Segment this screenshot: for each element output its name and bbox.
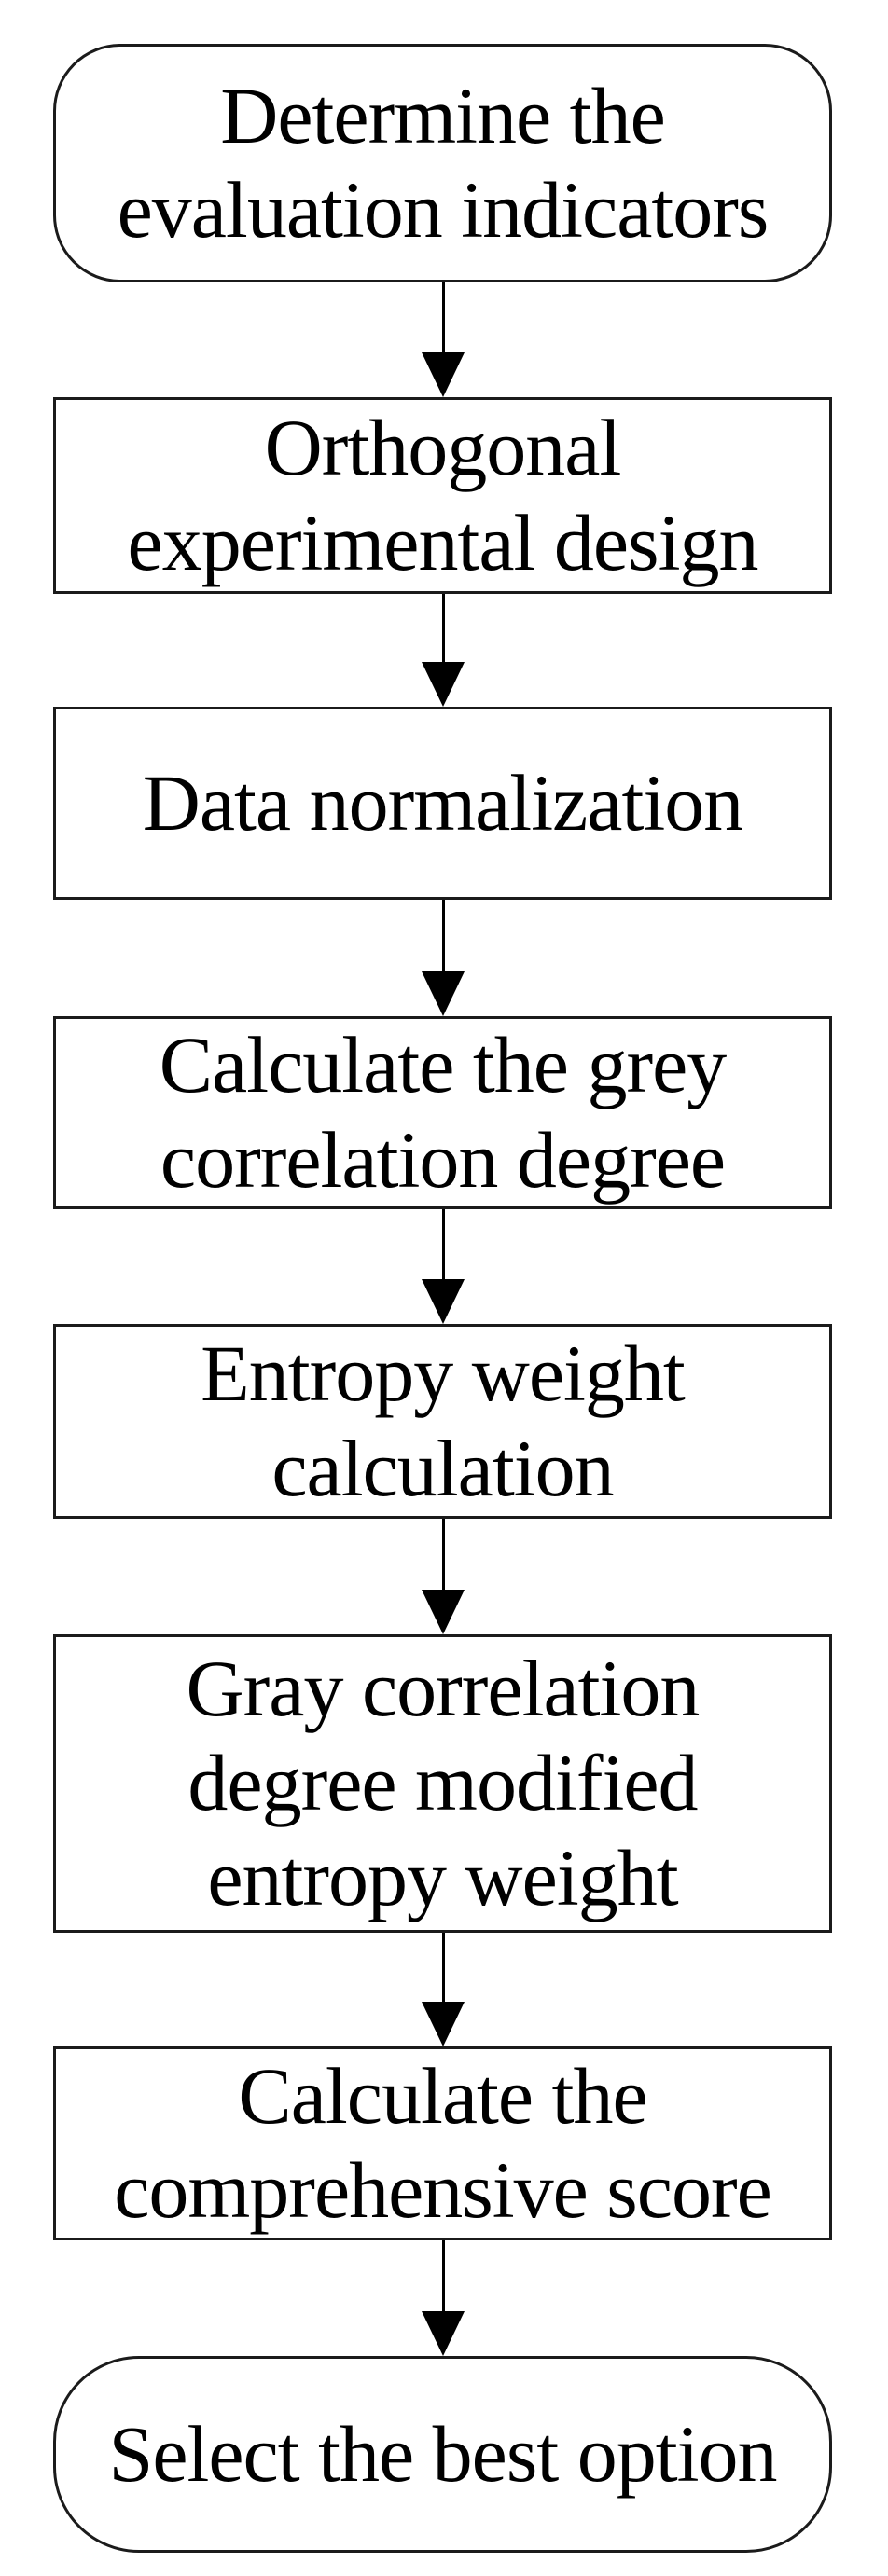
node-determine-evaluation-indicators: Determine the evaluation indicators — [53, 44, 832, 282]
arrow-line — [441, 1519, 445, 1590]
arrowhead-down-icon — [422, 1279, 465, 1324]
arrowhead-down-icon — [422, 352, 465, 397]
flow-arrow-5 — [422, 1519, 465, 1634]
node-label: Gray correlation degree modified entropy… — [186, 1643, 701, 1922]
flow-arrow-3 — [422, 900, 465, 1016]
node-calculate-grey-correlation-degree: Calculate the grey correlation degree — [53, 1016, 832, 1209]
node-label: Determine the evaluation indicators — [117, 70, 770, 255]
node-gray-correlation-modified-entropy-weight: Gray correlation degree modified entropy… — [53, 1634, 832, 1933]
arrow-line — [441, 1209, 445, 1279]
arrow-line — [441, 1933, 445, 2002]
flow-arrow-6 — [422, 1933, 465, 2046]
arrowhead-down-icon — [422, 2002, 465, 2046]
node-orthogonal-experimental-design: Orthogonal experimental design — [53, 397, 832, 594]
arrow-line — [441, 594, 445, 662]
arrowhead-down-icon — [422, 662, 465, 707]
node-data-normalization: Data normalization — [53, 707, 832, 900]
flow-arrow-4 — [422, 1209, 465, 1324]
arrowhead-down-icon — [422, 2311, 465, 2356]
arrow-line — [441, 2240, 445, 2311]
flow-arrow-7 — [422, 2240, 465, 2356]
node-label: Data normalization — [142, 757, 743, 847]
node-label: Entropy weight calculation — [201, 1329, 686, 1513]
arrow-line — [441, 282, 445, 352]
node-select-best-option: Select the best option — [53, 2356, 832, 2553]
arrow-line — [441, 900, 445, 971]
arrowhead-down-icon — [422, 971, 465, 1016]
node-label: Calculate the comprehensive score — [114, 2050, 772, 2235]
node-entropy-weight-calculation: Entropy weight calculation — [53, 1324, 832, 1519]
node-label: Select the best option — [108, 2408, 777, 2499]
node-calculate-comprehensive-score: Calculate the comprehensive score — [53, 2046, 832, 2240]
flow-arrow-2 — [422, 594, 465, 707]
node-label: Orthogonal experimental design — [127, 403, 759, 587]
flow-arrow-1 — [422, 282, 465, 397]
arrowhead-down-icon — [422, 1590, 465, 1634]
node-label: Calculate the grey correlation degree — [159, 1020, 728, 1205]
